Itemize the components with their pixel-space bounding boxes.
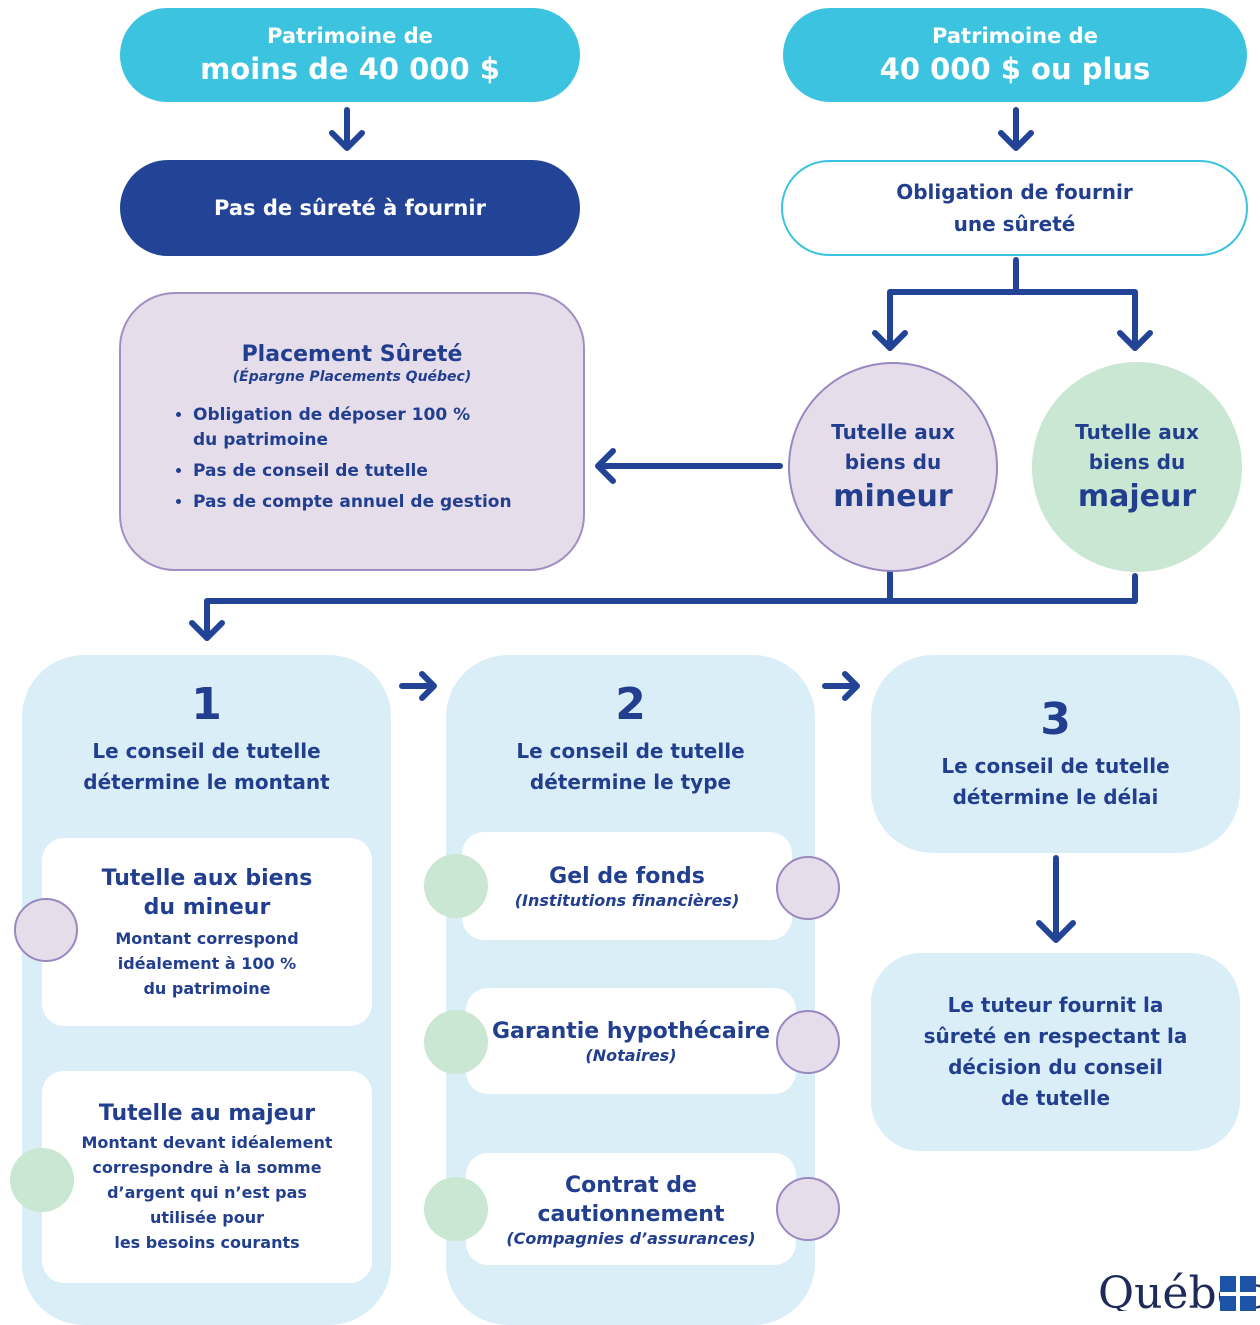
circle-tutelle-mineur: Tutelle aux biens du mineur	[788, 362, 998, 572]
circle-minor-line2: biens du	[844, 450, 942, 474]
merge-connector	[204, 569, 1138, 641]
card-title: Contrat de	[565, 1172, 697, 1198]
final-line: Le tuteur fournit la	[947, 993, 1164, 1017]
dot-green	[424, 1010, 488, 1074]
step-3-number: 3	[1040, 694, 1071, 745]
dot-green	[10, 1148, 74, 1212]
placement-bullet-text: Pas de conseil de tutelle	[193, 461, 428, 481]
step-column-3: 3 Le conseil de tutelle détermine le dél…	[871, 655, 1240, 853]
circle-major-line1: Tutelle aux	[1075, 420, 1199, 444]
no-surety-label: Pas de sûreté à fournir	[214, 196, 486, 220]
card-title: Tutelle au majeur	[98, 1101, 316, 1126]
card-body: idéalement à 100 %	[117, 953, 297, 973]
dot-green	[424, 854, 488, 918]
arrow-down-major	[1117, 330, 1153, 351]
card-body: Montant correspond	[115, 928, 299, 948]
step-1-header: 1 Le conseil de tutelle détermine le mon…	[22, 680, 391, 798]
dot-green	[424, 1177, 488, 1241]
final-line: de tutelle	[1000, 1086, 1111, 1110]
dot-purple	[14, 898, 78, 962]
card-body: utilisée pour	[149, 1208, 264, 1227]
pill-plus-line2: 40 000 $ ou plus	[879, 52, 1151, 86]
card-body: correspondre à la somme	[92, 1158, 322, 1177]
step-2-line2: détermine le type	[529, 770, 732, 794]
card-note: (Compagnies d’assurances)	[506, 1228, 756, 1248]
final-line: sûreté en respectant la	[923, 1024, 1188, 1048]
card-body: du patrimoine	[143, 978, 271, 998]
arrow-down-left	[329, 107, 365, 151]
circle-major-line3: majeur	[1077, 479, 1197, 514]
placement-bullet: Obligation de déposer 100 % du patrimoin…	[193, 403, 583, 453]
step-1-line2: détermine le montant	[83, 770, 330, 794]
card-contrat-cautionnement: Contrat de cautionnement (Compagnies d’a…	[466, 1153, 796, 1265]
arrow-right-1	[399, 671, 437, 701]
final-box: Le tuteur fournit la sûreté en respectan…	[871, 953, 1240, 1151]
pill-under-line2: moins de 40 000 $	[200, 52, 500, 86]
arrow-down-step3	[1036, 855, 1076, 943]
step-3-line2: détermine le délai	[952, 785, 1159, 809]
circle-tutelle-majeur: Tutelle aux biens du majeur	[1032, 362, 1242, 572]
pill-40000-plus: Patrimoine de 40 000 $ ou plus	[783, 8, 1247, 102]
arrow-right-2	[822, 671, 860, 701]
arrow-left-placement	[595, 448, 783, 484]
split-connector	[887, 257, 1138, 351]
step-2-line1: Le conseil de tutelle	[516, 739, 745, 763]
placement-bullet: Pas de compte annuel de gestion	[193, 490, 583, 515]
circle-major-line2: biens du	[1088, 450, 1186, 474]
placement-title: Placement Sûreté	[241, 342, 463, 367]
dot-purple	[776, 1177, 840, 1241]
placement-bullet-text: Pas de compte annuel de gestion	[193, 492, 512, 512]
card-title: Gel de fonds	[549, 864, 705, 889]
circle-minor-line1: Tutelle aux	[831, 420, 955, 444]
obligation-line1: Obligation de fournir	[896, 180, 1133, 204]
card-gel-de-fonds: Gel de fonds (Institutions financières)	[462, 832, 792, 940]
quebec-flag-icon	[1220, 1276, 1256, 1311]
placement-surete-box: Placement Sûreté (Épargne Placements Qué…	[119, 292, 585, 571]
card-tutelle-biens-mineur: Tutelle aux biens du mineur Montant corr…	[42, 838, 372, 1026]
step-2-header: 2 Le conseil de tutelle détermine le typ…	[446, 680, 815, 798]
placement-bullet-text: du patrimoine	[193, 430, 329, 450]
placement-bullet: Pas de conseil de tutelle	[193, 459, 583, 484]
card-garantie-hypothecaire: Garantie hypothécaire (Notaires)	[466, 988, 796, 1094]
card-title: Tutelle aux biens	[101, 865, 313, 891]
card-note: (Notaires)	[585, 1046, 677, 1065]
card-title: Garantie hypothécaire	[491, 1019, 771, 1044]
arrow-down-step1	[189, 620, 225, 641]
obligation-box: Obligation de fournir une sûreté	[781, 160, 1248, 256]
placement-bullet-text: Obligation de déposer 100 %	[193, 405, 471, 425]
card-body: d’argent qui n’est pas	[107, 1183, 307, 1202]
obligation-line2: une sûreté	[953, 212, 1076, 236]
card-note: (Institutions financières)	[514, 891, 740, 910]
no-surety-box: Pas de sûreté à fournir	[120, 160, 580, 256]
pill-plus-line1: Patrimoine de	[932, 24, 1098, 48]
dot-purple	[776, 1010, 840, 1074]
arrow-down-right	[998, 107, 1034, 151]
step-2-number: 2	[615, 679, 646, 730]
pill-under-40000: Patrimoine de moins de 40 000 $	[120, 8, 580, 102]
card-body: Montant devant idéalement	[81, 1133, 333, 1152]
pill-under-line1: Patrimoine de	[267, 24, 433, 48]
step-1-number: 1	[191, 679, 222, 730]
placement-bullets: Obligation de déposer 100 % du patrimoin…	[171, 403, 583, 515]
card-title: cautionnement	[537, 1201, 725, 1227]
quebec-logo: Québec	[1098, 1268, 1260, 1311]
card-body: les besoins courants	[114, 1233, 300, 1252]
final-line: décision du conseil	[948, 1055, 1163, 1079]
step-3-line1: Le conseil de tutelle	[941, 754, 1170, 778]
step-1-line1: Le conseil de tutelle	[92, 739, 321, 763]
card-title: du mineur	[143, 894, 271, 920]
placement-subtitle: (Épargne Placements Québec)	[232, 369, 472, 385]
circle-minor-line3: mineur	[833, 479, 953, 514]
arrow-down-minor	[872, 330, 908, 351]
dot-purple	[776, 856, 840, 920]
card-tutelle-majeur: Tutelle au majeur Montant devant idéalem…	[42, 1071, 372, 1283]
